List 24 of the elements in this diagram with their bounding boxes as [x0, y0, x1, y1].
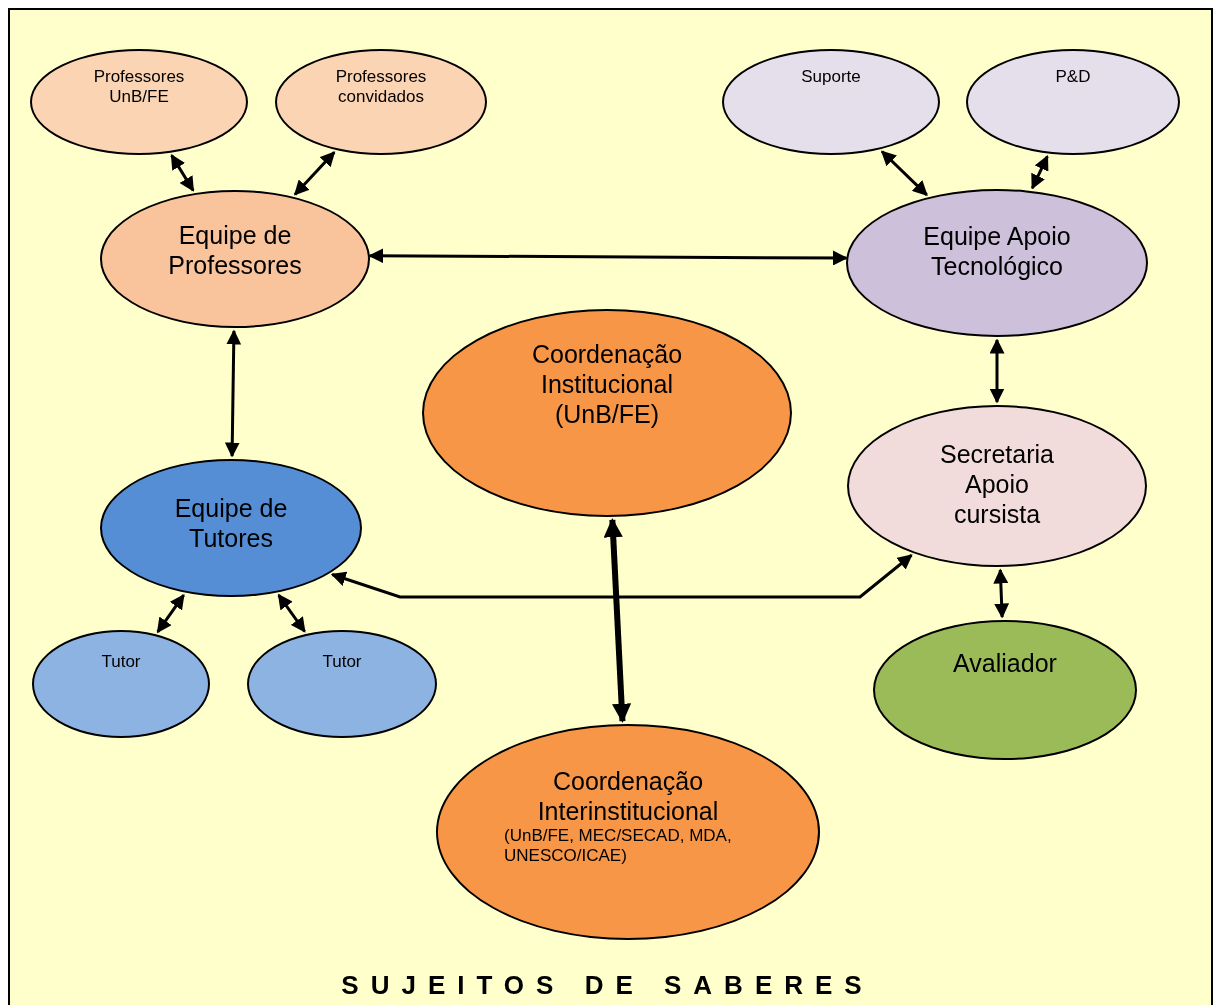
node-label: Equipe de Tutores	[173, 493, 289, 553]
node-label: Tutor	[101, 652, 141, 673]
double-arrow	[1030, 154, 1049, 190]
diagram-title: SUJEITOS DE SABERES	[341, 970, 874, 1001]
double-arrow	[989, 338, 1005, 404]
node-detail: (UnB/FE, MEC/SECAD, MDA, UNESCO/ICAE)	[504, 826, 733, 867]
node-label: P&D	[1055, 67, 1091, 88]
node-label: Tutor	[322, 652, 362, 673]
node-label: Equipe de Professores	[167, 220, 303, 280]
node-label: Equipe Apoio Tecnológico	[922, 221, 1072, 281]
double-arrow	[368, 248, 848, 266]
node-label: Avaliador	[953, 648, 1057, 678]
thick-double-arrow	[603, 518, 632, 723]
node-label: Professores convidados	[334, 67, 428, 108]
double-arrow	[330, 554, 913, 599]
node-label: Coordenação Institucional (UnB/FE)	[530, 339, 684, 429]
double-arrow	[993, 568, 1010, 619]
node-label: Secretaria Apoio cursista	[939, 439, 1055, 529]
node-label: Coordenação Interinstitucional	[536, 766, 720, 826]
double-arrow	[224, 329, 242, 458]
double-arrow	[170, 154, 195, 192]
double-arrow	[880, 150, 928, 196]
node-label: Suporte	[801, 67, 861, 88]
node-label: Professores UnB/FE	[92, 67, 186, 108]
